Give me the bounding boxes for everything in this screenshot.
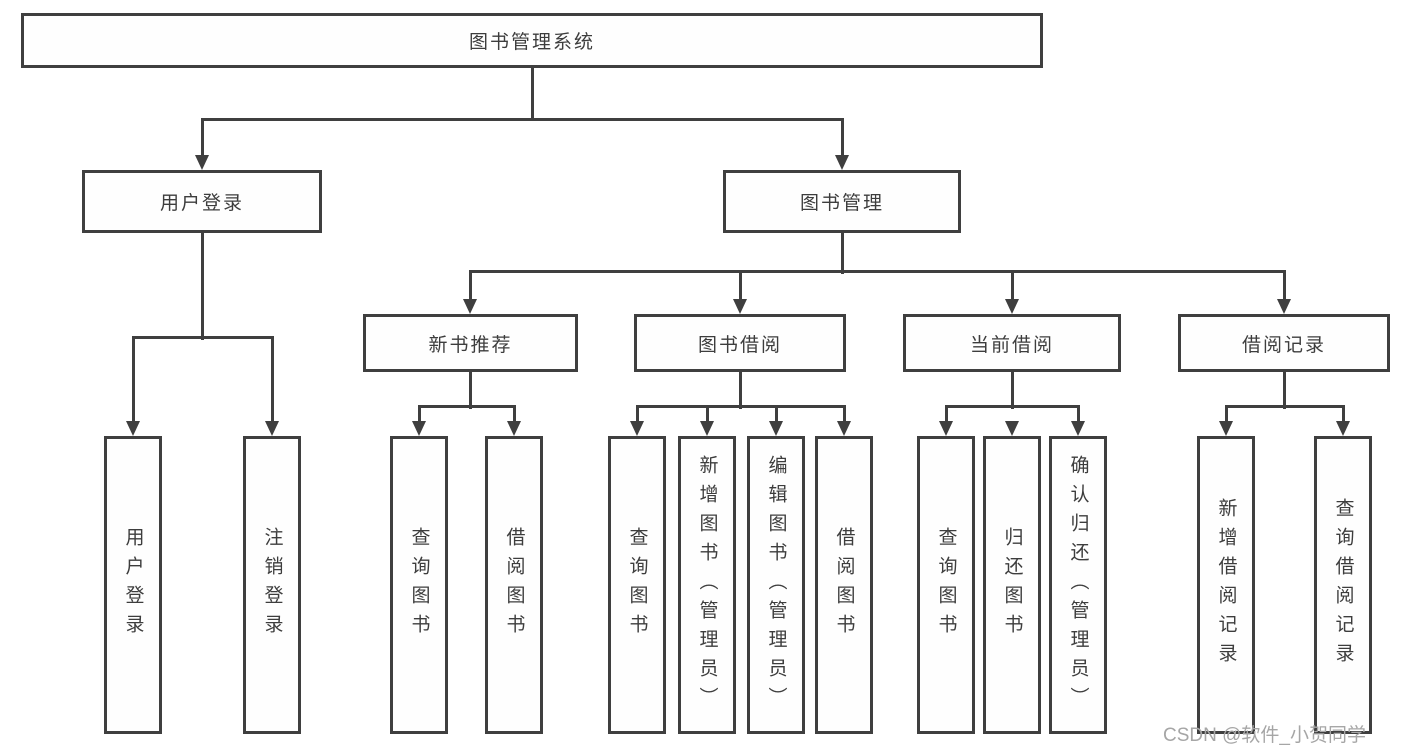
leaf-br-add-record: 新增借阅记录 bbox=[1197, 436, 1255, 734]
arrow-down-icon bbox=[1277, 299, 1291, 314]
arrow-down-icon bbox=[463, 299, 477, 314]
arrow-down-icon bbox=[700, 421, 714, 436]
node-label: 图书借阅 bbox=[697, 334, 782, 356]
connector-line bbox=[635, 404, 846, 408]
connector-line bbox=[705, 406, 709, 421]
connector-line bbox=[468, 269, 1286, 273]
connector-line bbox=[1282, 372, 1286, 409]
arrow-down-icon bbox=[1071, 421, 1085, 436]
leaf-bb-add-books-admin: 新增图书（管理员） bbox=[678, 436, 736, 734]
arrow-down-icon bbox=[265, 421, 279, 436]
arrow-down-icon bbox=[412, 421, 426, 436]
arrow-down-icon bbox=[733, 299, 747, 314]
node-label: 借阅记录 bbox=[1241, 334, 1326, 356]
connector-line bbox=[635, 406, 639, 421]
leaf-bb-borrow-books: 借阅图书 bbox=[815, 436, 873, 734]
connector-line bbox=[1224, 406, 1228, 421]
leaf-cb-return-books: 归还图书 bbox=[983, 436, 1041, 734]
node-book-management: 图书管理 bbox=[723, 170, 961, 233]
connector-line bbox=[1010, 271, 1014, 300]
node-label: 查询图书 bbox=[408, 527, 430, 643]
leaf-br-query-record: 查询借阅记录 bbox=[1314, 436, 1372, 734]
connector-line bbox=[512, 406, 516, 421]
connector-line bbox=[842, 406, 846, 421]
arrow-down-icon bbox=[769, 421, 783, 436]
node-label: 查询借阅记录 bbox=[1332, 498, 1354, 672]
node-label: 新增借阅记录 bbox=[1215, 498, 1237, 672]
leaf-cb-confirm-return-admin: 确认归还（管理员） bbox=[1049, 436, 1107, 734]
connector-line bbox=[468, 372, 472, 409]
leaf-nbr-borrow-books: 借阅图书 bbox=[485, 436, 543, 734]
connector-line bbox=[1282, 271, 1286, 300]
connector-line bbox=[200, 117, 844, 121]
connector-line bbox=[1010, 372, 1014, 409]
node-label: 新书推荐 bbox=[428, 334, 513, 356]
connector-line bbox=[468, 271, 472, 300]
connector-line bbox=[417, 406, 421, 421]
connector-line bbox=[944, 406, 948, 421]
node-book-borrowing: 图书借阅 bbox=[634, 314, 846, 372]
connector-line bbox=[1341, 406, 1345, 421]
node-library-management-system: 图书管理系统 bbox=[21, 13, 1043, 68]
leaf-nbr-query-books: 查询图书 bbox=[390, 436, 448, 734]
connector-line bbox=[774, 406, 778, 421]
leaf-logout: 注销登录 bbox=[243, 436, 301, 734]
connector-line bbox=[1224, 404, 1345, 408]
node-current-borrowing: 当前借阅 bbox=[903, 314, 1121, 372]
node-label: 图书管理 bbox=[799, 193, 884, 214]
connector-line bbox=[131, 337, 135, 421]
csdn-watermark: CSDN @软件_小贺同学 bbox=[1163, 725, 1366, 746]
connector-line bbox=[1076, 406, 1080, 421]
leaf-user-login: 用户登录 bbox=[104, 436, 162, 734]
node-label: 确认归还（管理员） bbox=[1067, 454, 1089, 716]
connector-line bbox=[200, 119, 204, 156]
node-label: 编辑图书（管理员） bbox=[765, 454, 787, 716]
connector-line bbox=[944, 404, 1080, 408]
node-label: 归还图书 bbox=[1001, 527, 1023, 643]
node-label: 图书管理系统 bbox=[468, 32, 595, 53]
node-label: 查询图书 bbox=[626, 527, 648, 643]
connector-line bbox=[738, 372, 742, 409]
node-new-book-recommendation: 新书推荐 bbox=[363, 314, 578, 372]
leaf-bb-edit-books-admin: 编辑图书（管理员） bbox=[747, 436, 805, 734]
node-borrowing-records: 借阅记录 bbox=[1178, 314, 1390, 372]
arrow-down-icon bbox=[195, 155, 209, 170]
node-label: 借阅图书 bbox=[503, 527, 525, 643]
arrow-down-icon bbox=[1336, 421, 1350, 436]
node-label: 借阅图书 bbox=[833, 527, 855, 643]
node-label: 注销登录 bbox=[261, 527, 283, 643]
connector-line bbox=[131, 335, 274, 339]
connector-line bbox=[840, 119, 844, 156]
arrow-down-icon bbox=[1005, 299, 1019, 314]
arrow-down-icon bbox=[1219, 421, 1233, 436]
connector-line bbox=[200, 233, 204, 340]
arrow-down-icon bbox=[1005, 421, 1019, 436]
node-label: 新增图书（管理员） bbox=[696, 454, 718, 716]
arrow-down-icon bbox=[507, 421, 521, 436]
leaf-cb-query-books: 查询图书 bbox=[917, 436, 975, 734]
connector-line bbox=[840, 233, 844, 274]
node-label: 用户登录 bbox=[159, 193, 244, 214]
node-user-login-group: 用户登录 bbox=[82, 170, 322, 233]
connector-line bbox=[530, 68, 534, 119]
arrow-down-icon bbox=[939, 421, 953, 436]
arrow-down-icon bbox=[835, 155, 849, 170]
connector-line bbox=[417, 404, 516, 408]
arrow-down-icon bbox=[837, 421, 851, 436]
connector-line bbox=[270, 337, 274, 421]
node-label: 当前借阅 bbox=[969, 334, 1054, 356]
leaf-bb-query-books: 查询图书 bbox=[608, 436, 666, 734]
arrow-down-icon bbox=[630, 421, 644, 436]
connector-line bbox=[738, 271, 742, 300]
node-label: 查询图书 bbox=[935, 527, 957, 643]
node-label: 用户登录 bbox=[122, 527, 144, 643]
arrow-down-icon bbox=[126, 421, 140, 436]
